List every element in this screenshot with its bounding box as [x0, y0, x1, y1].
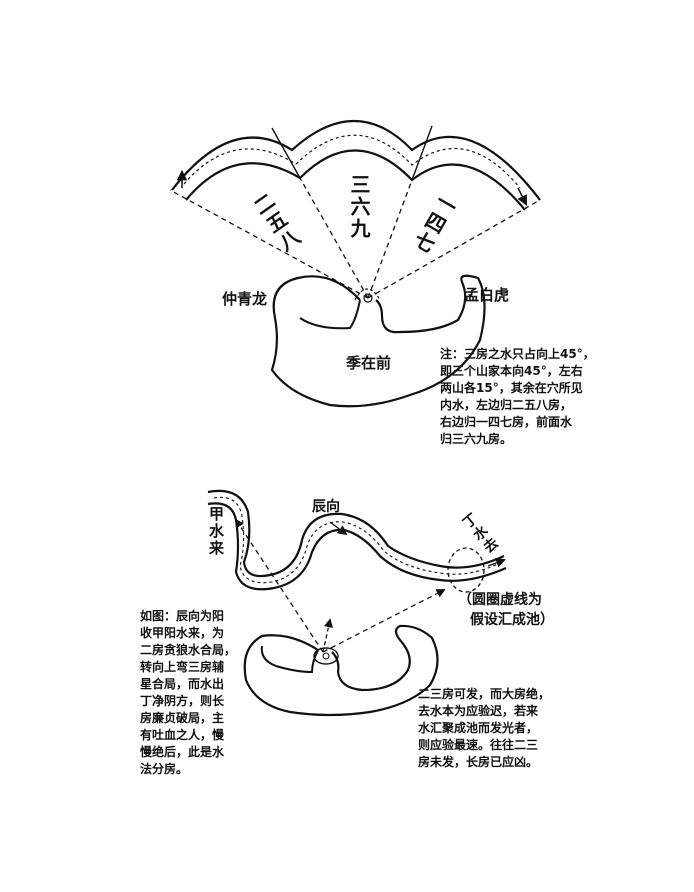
label-white-tiger: 孟白虎: [464, 286, 510, 304]
pool-note: （圆圈虚线为 假设汇成池）: [458, 592, 554, 628]
sector-line-mid-right: [367, 179, 413, 299]
flow-arrow-right-head: [517, 187, 527, 206]
line-to-pool: [322, 589, 446, 653]
top-diagram: [169, 120, 541, 408]
inner-water-line: [185, 149, 526, 211]
label-chen-direction: 辰向: [312, 499, 340, 515]
sector-label-center: 三六九: [347, 174, 371, 240]
label-green-dragon: 仲青龙: [222, 290, 268, 308]
label-jia-water-in: 甲水来: [207, 506, 225, 557]
river-outer-line: [207, 489, 505, 578]
outer-water-line: [171, 120, 541, 201]
bottom-enclosure: [243, 624, 439, 717]
flow-arrow-left: [183, 134, 521, 189]
sector-line-right: [367, 199, 541, 299]
river-flow-dashed: [213, 496, 503, 584]
sector-line-mid-left: [299, 177, 369, 299]
river-inner-line: [207, 502, 507, 591]
sector-line-left: [169, 189, 369, 299]
bottom-diagram: [207, 489, 507, 717]
bottom-note-right: 二三房可发，而大房绝， 去水本为应验迟，若来 水汇聚成池而发光者， 则应验最速。…: [418, 687, 551, 769]
top-note: 注：三房之水只占向上45°， 即三个山家本向45°，左右 两山各15°，其余在穴…: [440, 347, 595, 446]
bottom-note-left: 如图：辰向为阳 收甲阳水来，为 二房贪狼水合局， 转向上弯三房辅 星合局，而水出…: [140, 609, 237, 776]
mountain-enclosure: [270, 274, 486, 408]
line-to-chen: [322, 618, 333, 653]
pool-dashed-circle: [447, 547, 485, 593]
label-front: 季在前: [346, 354, 392, 372]
